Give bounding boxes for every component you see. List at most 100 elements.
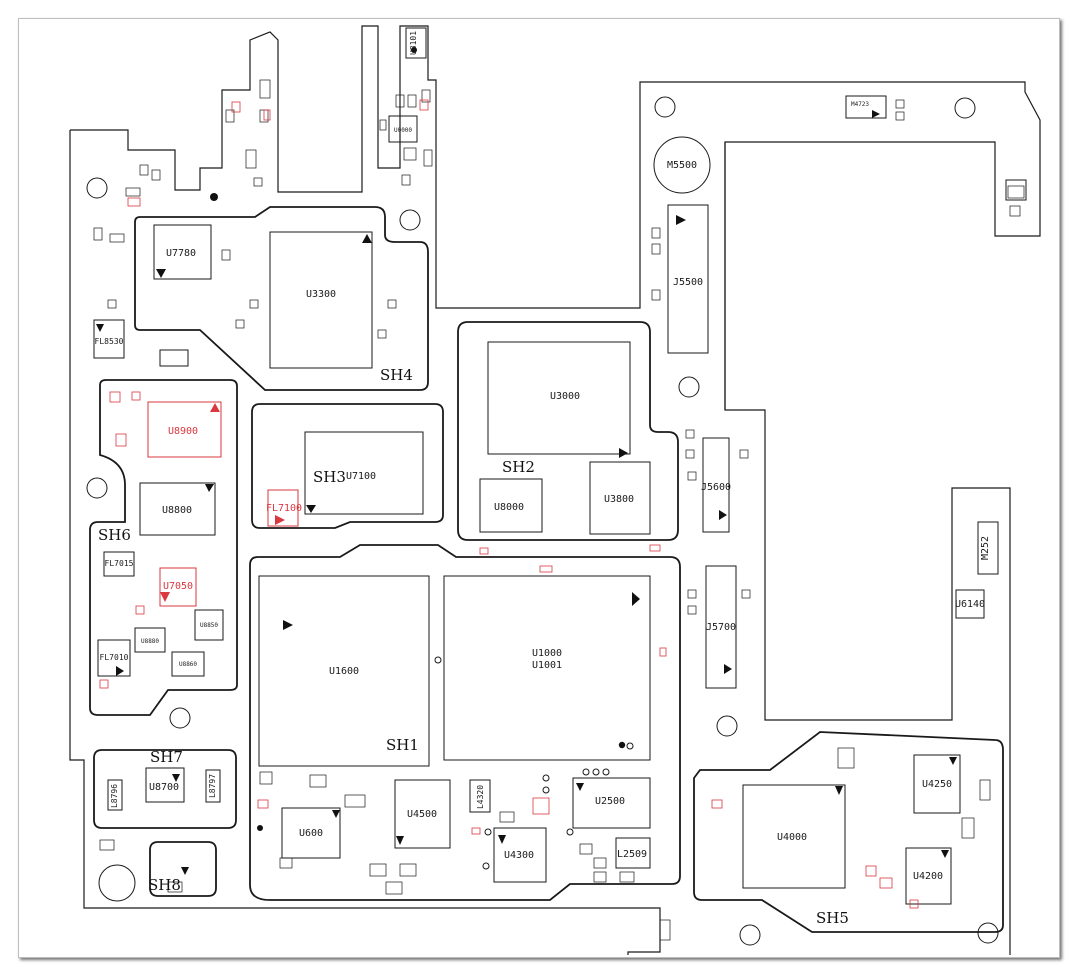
- chip-u4300: [493, 827, 547, 883]
- label-m5500: M5500: [667, 160, 697, 171]
- shield-label-sh1: SH1: [386, 736, 419, 754]
- chip-u8101: [405, 27, 427, 59]
- chip-fl7020: [159, 349, 189, 367]
- label-u6140: U6140: [955, 599, 985, 610]
- label-u4500: U4500: [407, 809, 437, 820]
- chip-u6140: [955, 589, 985, 619]
- label-u7780: U7780: [166, 248, 196, 259]
- chip-u3300: [269, 231, 373, 369]
- chip-u600: [281, 807, 341, 859]
- shield-sh7: [93, 749, 237, 829]
- shield-label-sh7: SH7: [150, 748, 183, 766]
- label-u4250: U4250: [922, 779, 952, 790]
- shield-sh2: [457, 321, 679, 541]
- label-u4000: U4000: [777, 832, 807, 843]
- chip-u1600: [258, 575, 430, 767]
- drawing-frame: [18, 18, 1060, 958]
- chip-u4500: [394, 779, 451, 849]
- shield-sh3: [251, 403, 444, 529]
- label-u3000: U3000: [550, 391, 580, 402]
- chip-fl8530: [93, 319, 125, 359]
- shield-label-sh6: SH6: [98, 526, 131, 544]
- chip-u8880: [134, 627, 166, 653]
- chip-u8860: [171, 651, 205, 677]
- label-u1000: U1000: [532, 648, 562, 659]
- label-fl7010: FL7010: [100, 653, 129, 662]
- chip-u3000: [487, 341, 631, 455]
- label-l4320: L4320: [476, 785, 485, 809]
- label-u8880: U8880: [141, 638, 159, 645]
- label-u7050: U7050: [163, 581, 193, 592]
- chip-u8850: [194, 609, 224, 641]
- shield-label-sh2: SH2: [502, 458, 535, 476]
- chip-u3800: [589, 461, 651, 535]
- chip-u2500: [572, 777, 651, 829]
- label-u3300: U3300: [306, 289, 336, 300]
- chip-u250: [1005, 179, 1027, 201]
- chip-u4000: [742, 784, 846, 889]
- label-u3800: U3800: [604, 494, 634, 505]
- label-u2500: U2500: [595, 796, 625, 807]
- shield-label-sh8: SH8: [148, 876, 181, 894]
- chip-u8900: [147, 401, 222, 458]
- chip-u8800: [139, 482, 216, 536]
- label-u1001: U1001: [532, 660, 562, 671]
- chip-m4723: [845, 95, 887, 119]
- chip-m252: [977, 521, 999, 575]
- connector-j5500: [667, 204, 709, 354]
- red-pads: [99, 99, 919, 909]
- chip-u7780: [153, 224, 212, 280]
- connector-j5700: [705, 565, 737, 689]
- chip-fl7010: [97, 639, 131, 677]
- chip-fl7100: [267, 489, 299, 527]
- label-u600: U600: [299, 828, 323, 839]
- label-u8900: U8900: [168, 426, 198, 437]
- label-j5600: J5600: [701, 482, 731, 493]
- chip-u7050: [159, 567, 197, 607]
- passive-pads: [93, 79, 1025, 941]
- connector-j5600: [702, 437, 730, 533]
- label-j5500: J5500: [673, 277, 703, 288]
- label-u4300: U4300: [504, 850, 534, 861]
- chip-u8700: [145, 767, 185, 803]
- label-u8850: U8850: [200, 622, 218, 629]
- label-m4723: M4723: [851, 101, 869, 108]
- chip-fl7015: [103, 551, 135, 577]
- label-m252: M252: [980, 536, 991, 560]
- label-u8800: U8800: [162, 505, 192, 516]
- shield-sh8: [149, 841, 217, 897]
- label-fl7015: FL7015: [105, 559, 134, 568]
- label-u1600: U1600: [329, 666, 359, 677]
- shield-label-sh4: SH4: [380, 366, 413, 384]
- label-u7100: U7100: [346, 471, 376, 482]
- shield-sh5: [693, 731, 1004, 933]
- label-j5700: J5700: [706, 622, 736, 633]
- label-l2509: L2509: [617, 849, 647, 860]
- label-u8700: U8700: [149, 782, 179, 793]
- shield-sh4: [134, 206, 429, 391]
- shield-label-sh5: SH5: [816, 909, 849, 927]
- label-u8101: U8101: [409, 31, 418, 55]
- label-u4200: U4200: [913, 871, 943, 882]
- label-u8860: U8860: [179, 661, 197, 668]
- shield-label-sh3: SH3: [313, 468, 346, 486]
- chip-l8796: [107, 779, 123, 811]
- chip-l2509: [615, 837, 651, 869]
- chip-u0000: [388, 115, 418, 143]
- chip-l4320: [469, 779, 491, 813]
- label-l8797: L8797: [208, 774, 217, 798]
- chip-u1000: [443, 575, 651, 761]
- chip-u4250: [913, 754, 961, 814]
- shield-sh6: [89, 379, 238, 716]
- label-u8000: U8000: [494, 502, 524, 513]
- label-fl8530: FL8530: [95, 337, 124, 346]
- chip-u4200: [905, 847, 952, 905]
- label-u0000: U0000: [394, 127, 412, 134]
- chip-u8000: [479, 478, 543, 533]
- label-l8796: L8796: [110, 784, 119, 808]
- label-fl7100: FL7100: [266, 503, 302, 514]
- chip-l8797: [205, 769, 221, 803]
- chip-u7100: [304, 431, 424, 515]
- shield-sh1: [249, 544, 681, 901]
